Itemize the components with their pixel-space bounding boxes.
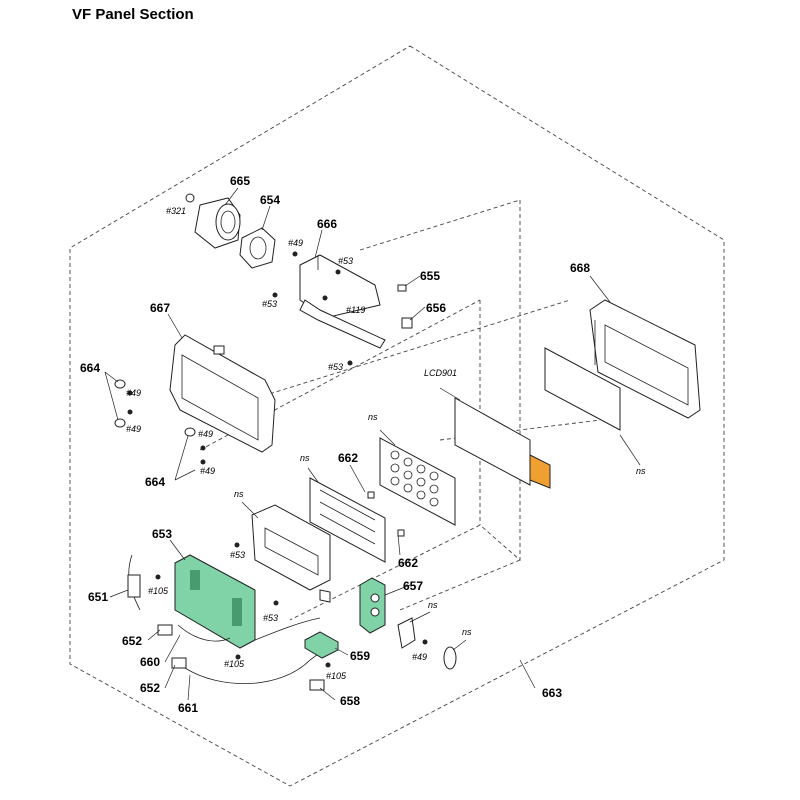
screw-icons	[127, 251, 428, 668]
ref-49-f: #49	[412, 652, 427, 662]
part-ns-plate	[544, 347, 621, 431]
part-ns-jack-holder	[397, 617, 416, 649]
part-659-bracket	[304, 631, 339, 659]
part-668-front-frame	[589, 299, 701, 419]
part-666-bracket	[299, 254, 386, 349]
part-660-flex	[177, 624, 231, 642]
label-653: 653	[152, 527, 172, 541]
label-659: 659	[350, 649, 370, 663]
label-661: 661	[178, 701, 198, 715]
label-657: 657	[403, 579, 423, 593]
ref-105-c: #105	[326, 671, 347, 681]
ref-321: #321	[166, 206, 186, 216]
part-lcd901	[454, 397, 551, 489]
part-658-connector	[309, 679, 325, 691]
cable-route	[254, 617, 321, 641]
part-662-shield	[309, 477, 405, 563]
ref-ns-f: ns	[636, 466, 646, 476]
part-number-labels: 665 654 666 655 656 667 668 664 664 662 …	[80, 174, 590, 715]
leader-lines	[104, 187, 641, 701]
ref-ns-e: ns	[462, 627, 472, 637]
part-652-b	[171, 657, 187, 669]
label-652-a: 652	[122, 634, 142, 648]
label-665: 665	[230, 174, 250, 188]
label-658: 658	[340, 694, 360, 708]
lcd-flex-cable	[529, 454, 551, 489]
ref-53-a: #53	[338, 256, 353, 266]
part-656	[401, 317, 413, 329]
label-667: 667	[150, 301, 170, 315]
part-651-cable	[127, 554, 141, 611]
part-652-a	[157, 624, 173, 636]
ref-53-b: #53	[262, 299, 277, 309]
ref-53-e: #53	[263, 613, 278, 623]
ref-49-c: #49	[126, 424, 141, 434]
label-654: 654	[260, 193, 280, 207]
ref-ns-b: ns	[300, 453, 310, 463]
ref-ns-a: ns	[368, 412, 378, 422]
label-664-a: 664	[80, 361, 100, 375]
ref-ns-c: ns	[234, 489, 244, 499]
part-655	[397, 284, 407, 292]
label-668: 668	[570, 261, 590, 275]
label-660: 660	[140, 655, 160, 669]
ref-49-a: #49	[288, 238, 303, 248]
part-657-jack-board	[359, 577, 386, 634]
part-664-rings	[114, 379, 196, 437]
label-666: 666	[317, 217, 337, 231]
part-661-flex	[184, 644, 331, 684]
part-665-eyepiece	[185, 193, 241, 249]
label-664-b: 664	[145, 475, 165, 489]
ref-49-e: #49	[200, 466, 215, 476]
part-ns-chassis	[251, 504, 331, 603]
label-663: 663	[542, 686, 562, 700]
page-title: VF Panel Section	[72, 6, 194, 23]
ref-lcd901: LCD901	[424, 368, 457, 378]
ref-105-a: #105	[148, 586, 169, 596]
part-653-board	[174, 554, 256, 649]
assembly-boundary	[69, 45, 725, 787]
part-667-rear-cover	[169, 334, 276, 453]
part-ns-sheet	[379, 437, 456, 526]
ref-53-c: #53	[328, 362, 343, 372]
label-662-b: 662	[398, 556, 418, 570]
ref-53-d: #53	[230, 550, 245, 560]
label-652-b: 652	[140, 681, 160, 695]
component-reference-labels: LCD901 ns ns ns ns ns ns	[234, 368, 646, 637]
label-662-a: 662	[338, 451, 358, 465]
part-654-lens-holder	[239, 227, 276, 269]
label-656: 656	[426, 301, 446, 315]
ref-49-d: #49	[198, 429, 213, 439]
ref-49-b: #49	[126, 388, 141, 398]
label-655: 655	[420, 269, 440, 283]
screw-reference-labels: #321 #49 #53 #53 #119 #53 #49 #49 #49 #4…	[126, 206, 427, 681]
part-ns-gasket	[443, 646, 457, 670]
ref-105-b: #105	[224, 659, 245, 669]
ref-119: #119	[346, 305, 365, 315]
ref-ns-d: ns	[428, 600, 438, 610]
label-651: 651	[88, 590, 108, 604]
